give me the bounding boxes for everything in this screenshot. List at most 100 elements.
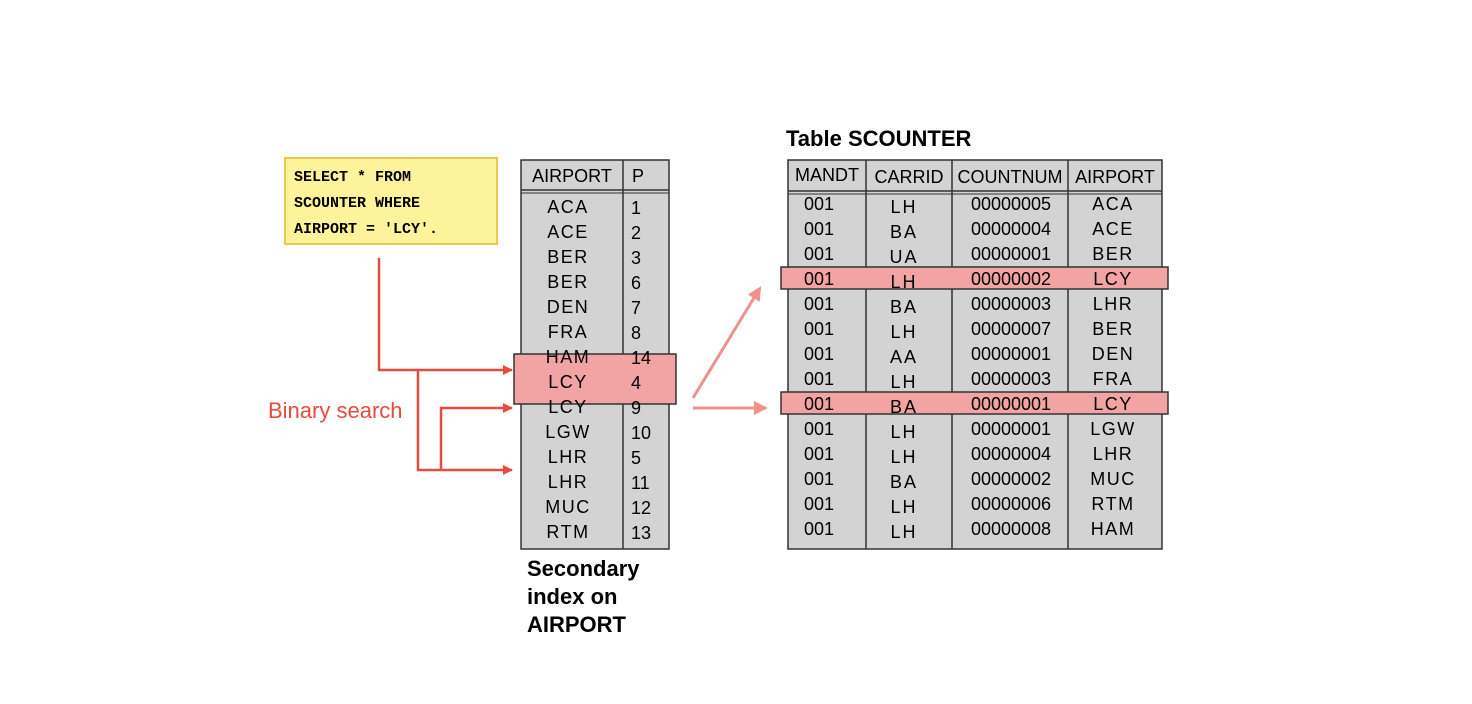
index-cell-pointer: 14: [631, 348, 651, 368]
table-cell-mandt: 001: [804, 194, 834, 214]
index-cell-pointer: 1: [631, 198, 641, 218]
index-cell-pointer: 2: [631, 223, 641, 243]
table-title: Table SCOUNTER: [786, 126, 972, 151]
arrow-to-lhr: [416, 370, 513, 475]
table-cell-carrid: LH: [890, 197, 917, 217]
index-cell-pointer: 9: [631, 398, 641, 418]
table-cell-mandt: 001: [804, 494, 834, 514]
table-cell-airport: MUC: [1090, 469, 1136, 489]
table-cell-countnum: 00000001: [971, 344, 1051, 364]
table-header-mandt: MANDT: [795, 165, 859, 185]
index-cell-airport: LHR: [548, 447, 589, 467]
table-highlight-row: [780, 391, 1169, 415]
table-cell-airport: DEN: [1092, 344, 1135, 364]
index-cell-airport: LHR: [548, 472, 589, 492]
index-cell-airport: LCY: [548, 397, 588, 417]
index-header-airport: AIRPORT: [532, 166, 612, 186]
table-cell-carrid: AA: [890, 347, 918, 367]
index-caption-line-1: Secondary: [527, 556, 640, 581]
index-cell-airport: DEN: [547, 297, 590, 317]
table-cell-mandt: 001: [804, 219, 834, 239]
table-cell-countnum: 00000006: [971, 494, 1051, 514]
query-box-background: [284, 157, 498, 245]
arrow-to-second-lcy: [439, 403, 513, 470]
table-cell-carrid: LH: [890, 447, 917, 467]
index-cell-pointer: 7: [631, 298, 641, 318]
table-cell-airport: HAM: [1091, 519, 1136, 539]
table-cell-carrid: BA: [890, 472, 918, 492]
table-cell-mandt: 001: [804, 419, 834, 439]
table-cell-carrid: LH: [890, 272, 917, 292]
index-caption-line-3: AIRPORT: [527, 612, 627, 637]
table-cell-airport: BER: [1092, 319, 1134, 339]
table-cell-countnum: 00000004: [971, 219, 1051, 239]
index-cell-airport: LCY: [548, 372, 588, 392]
table-cell-mandt: 001: [804, 394, 834, 414]
index-cell-airport: ACA: [547, 197, 589, 217]
index-highlight-band: [513, 353, 677, 405]
index-cell-airport: LGW: [545, 422, 591, 442]
arrow-to-first-lcy: [377, 258, 513, 375]
table-cell-carrid: LH: [890, 497, 917, 517]
index-cell-airport: HAM: [546, 347, 591, 367]
table-cell-mandt: 001: [804, 519, 834, 539]
table-cell-mandt: 001: [804, 294, 834, 314]
table-cell-countnum: 00000001: [971, 419, 1051, 439]
index-header-p: P: [632, 166, 644, 186]
table-cell-countnum: 00000002: [971, 469, 1051, 489]
table-cell-mandt: 001: [804, 444, 834, 464]
table-cell-countnum: 00000004: [971, 444, 1051, 464]
table-highlight-row: [780, 266, 1169, 290]
scounter-table-background: [787, 159, 1163, 550]
table-cell-mandt: 001: [804, 469, 834, 489]
index-cell-airport: BER: [547, 247, 589, 267]
table-cell-countnum: 00000001: [971, 244, 1051, 264]
table-cell-countnum: 00000008: [971, 519, 1051, 539]
table-header-countnum: COUNTNUM: [958, 167, 1063, 187]
table-cell-carrid: LH: [890, 372, 917, 392]
table-cell-carrid: UA: [889, 247, 918, 267]
table-cell-mandt: 001: [804, 344, 834, 364]
index-cell-pointer: 12: [631, 498, 651, 518]
index-caption-line-2: index on: [527, 584, 617, 609]
index-cell-pointer: 3: [631, 248, 641, 268]
table-header-airport: AIRPORT: [1075, 167, 1155, 187]
query-line-2: SCOUNTER WHERE: [294, 195, 420, 212]
table-cell-mandt: 001: [804, 369, 834, 389]
index-cell-pointer: 10: [631, 423, 651, 443]
index-cell-pointer: 8: [631, 323, 641, 343]
index-cell-pointer: 13: [631, 523, 651, 543]
table-cell-airport: LGW: [1090, 419, 1136, 439]
table-cell-airport: FRA: [1093, 369, 1134, 389]
table-cell-airport: LHR: [1093, 444, 1134, 464]
table-header-carrid: CARRID: [874, 167, 943, 187]
table-cell-mandt: 001: [804, 269, 834, 289]
index-cell-airport: FRA: [548, 322, 589, 342]
query-line-1: SELECT * FROM: [294, 169, 411, 186]
table-cell-mandt: 001: [804, 319, 834, 339]
table-cell-carrid: BA: [890, 297, 918, 317]
index-cell-airport: RTM: [546, 522, 589, 542]
table-cell-airport: ACE: [1092, 219, 1134, 239]
table-cell-airport: LHR: [1093, 294, 1134, 314]
table-cell-countnum: 00000005: [971, 194, 1051, 214]
query-line-3: AIRPORT = 'LCY'.: [294, 221, 438, 238]
index-cell-airport: ACE: [547, 222, 589, 242]
table-cell-airport: BER: [1092, 244, 1134, 264]
table-cell-carrid: LH: [890, 322, 917, 342]
index-cell-airport: BER: [547, 272, 589, 292]
table-cell-mandt: 001: [804, 244, 834, 264]
table-cell-airport: LCY: [1093, 394, 1133, 414]
table-cell-airport: LCY: [1093, 269, 1133, 289]
index-cell-pointer: 11: [631, 473, 650, 493]
table-cell-airport: ACA: [1092, 194, 1134, 214]
table-cell-countnum: 00000003: [971, 369, 1051, 389]
table-cell-carrid: BA: [890, 222, 918, 242]
index-cell-pointer: 5: [631, 448, 641, 468]
table-cell-carrid: LH: [890, 522, 917, 542]
pointer-arrow-row-4: [691, 286, 762, 399]
index-cell-airport: MUC: [545, 497, 591, 517]
